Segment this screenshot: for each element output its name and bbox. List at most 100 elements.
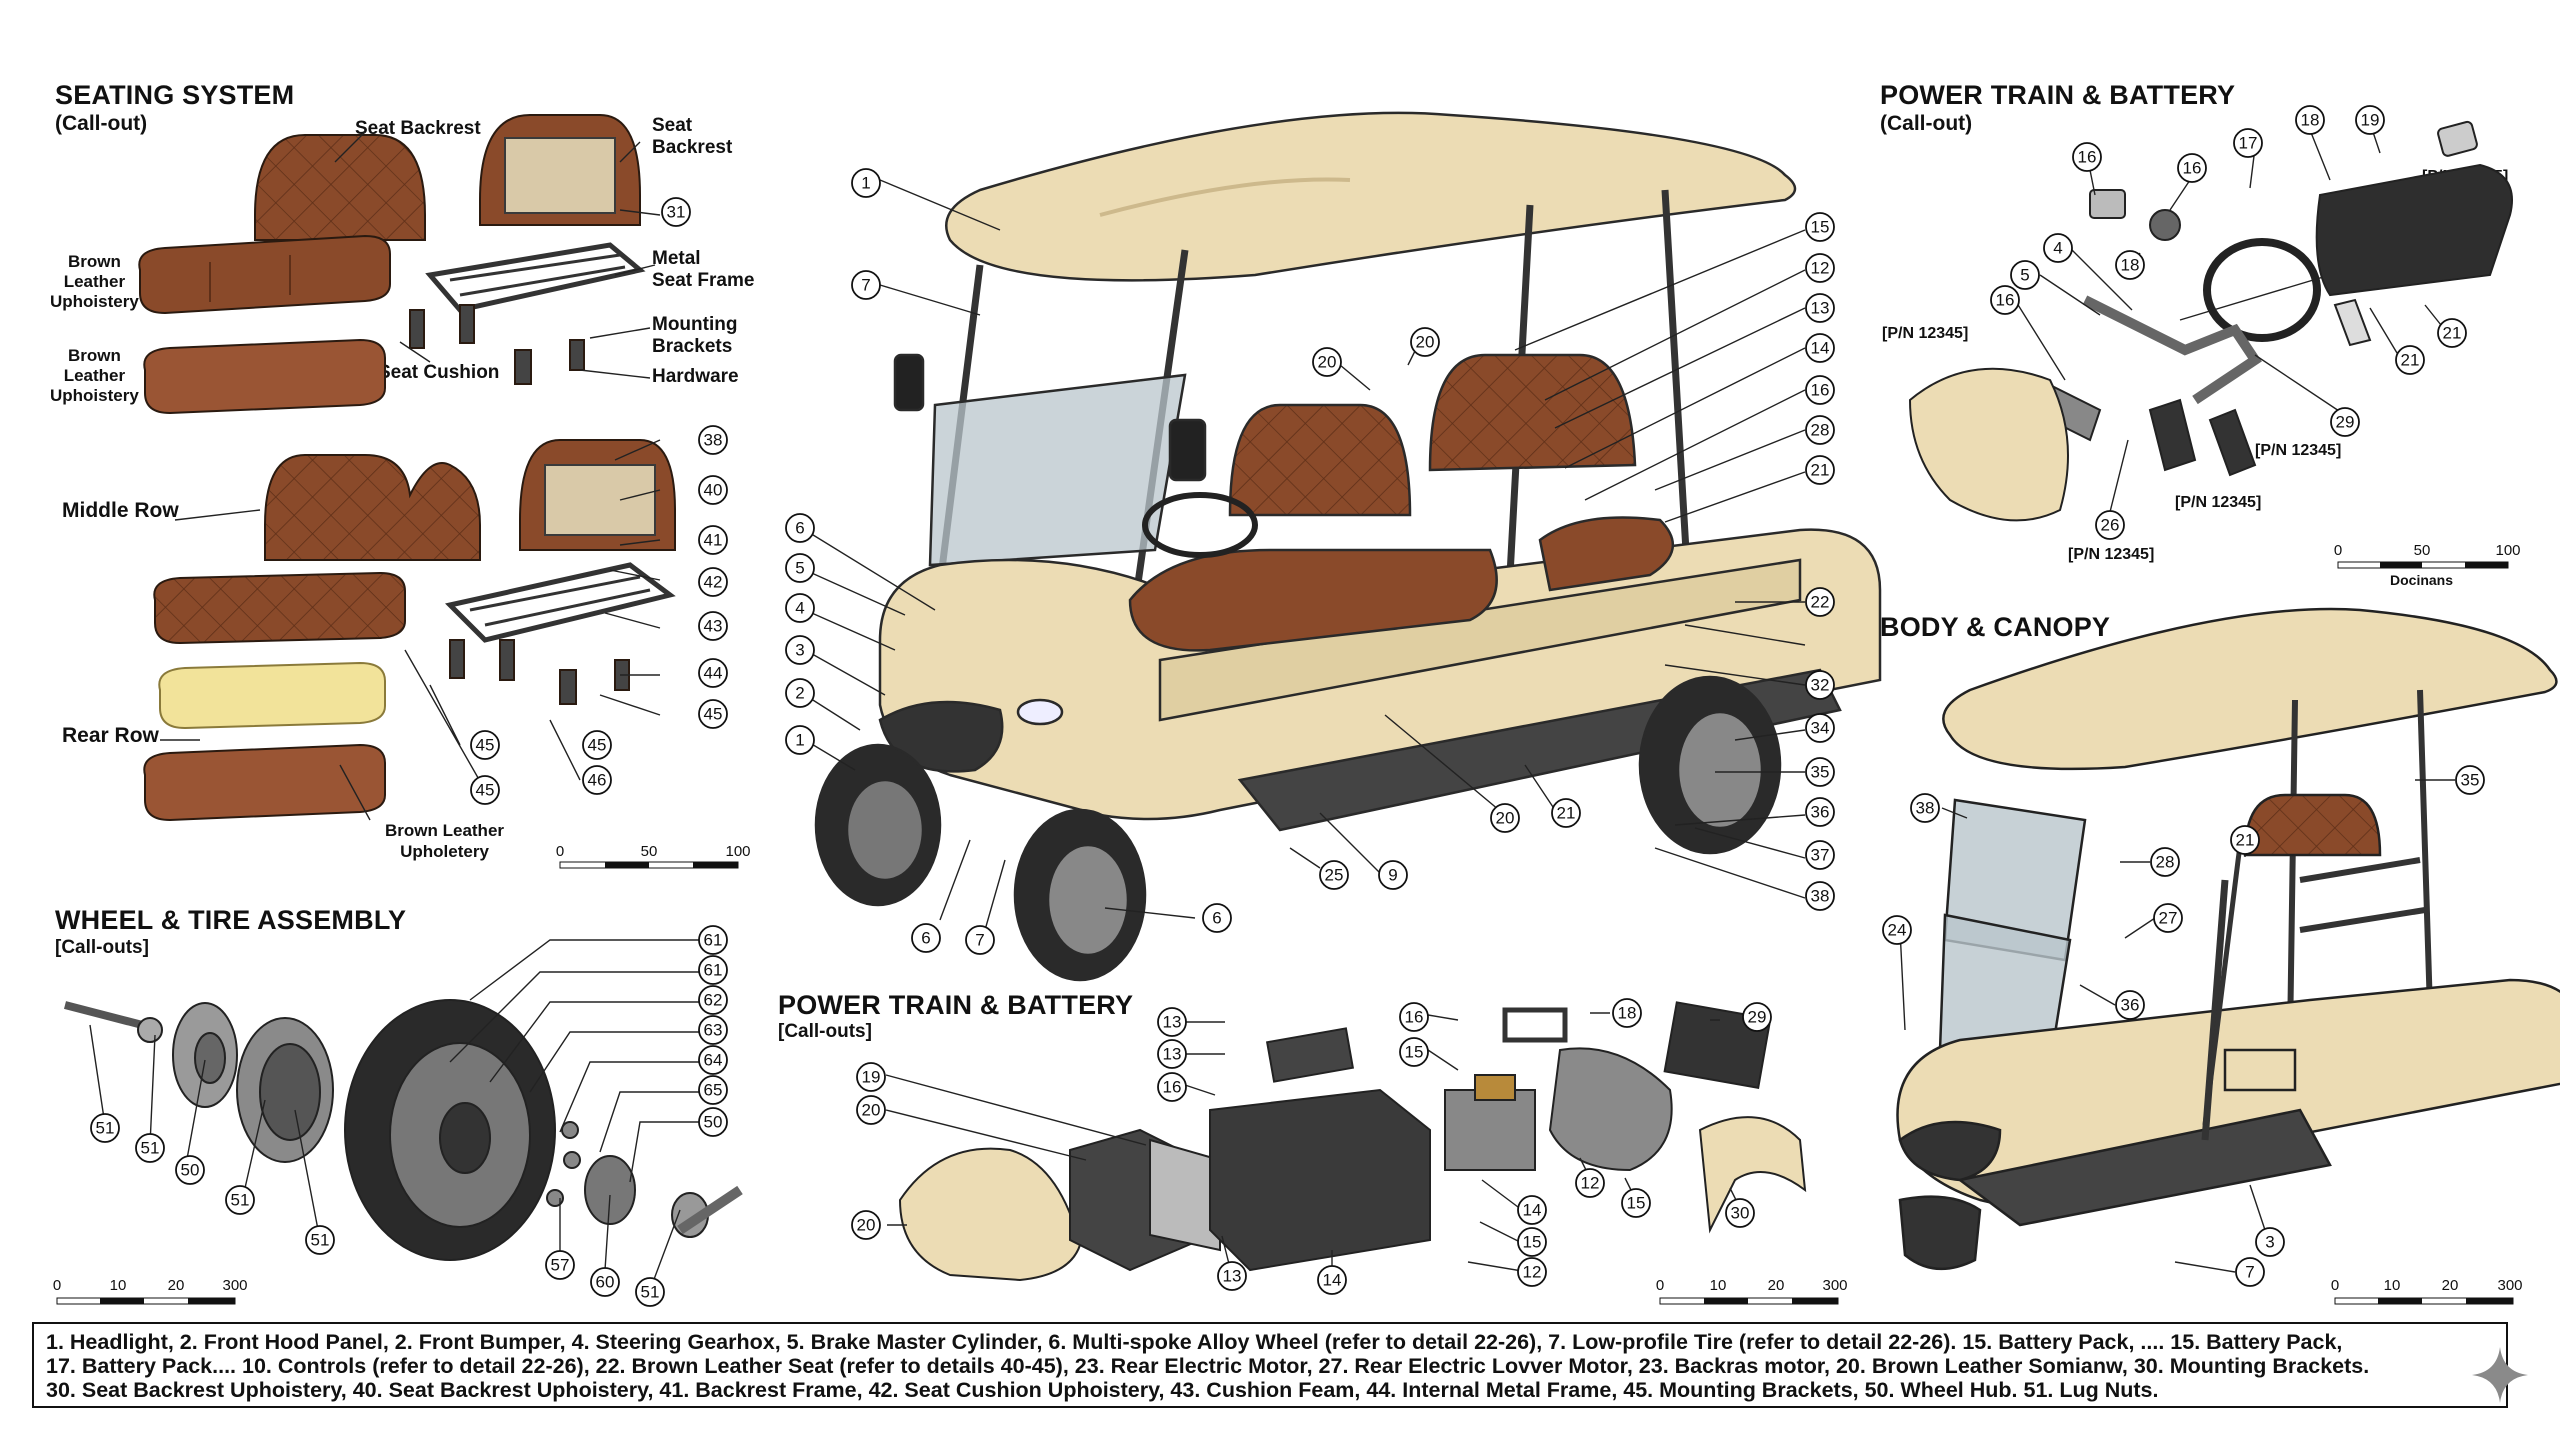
powertrain-right-scale-bar: 0 50 100 — [2334, 542, 2521, 569]
callout-cart-21: 16 — [1805, 375, 1835, 405]
label-seat-backrest-2: Seat Backrest — [652, 115, 733, 158]
svg-text:30: 30 — [1731, 1204, 1750, 1223]
svg-text:51: 51 — [96, 1119, 115, 1138]
svg-text:36: 36 — [1811, 803, 1830, 822]
svg-text:60: 60 — [596, 1273, 615, 1292]
label-pn-2: [P/N 12345] — [1882, 325, 1969, 342]
svg-text:50: 50 — [641, 843, 658, 860]
svg-text:43: 43 — [704, 617, 723, 636]
pt-hood — [898, 1147, 1082, 1282]
callout-cart-9: 7 — [965, 925, 995, 955]
callout-ptc-0: 13 — [1157, 1007, 1187, 1037]
svg-text:20: 20 — [862, 1101, 881, 1120]
pr-dashboard — [2315, 163, 2513, 297]
pr-steering-wheel — [2203, 238, 2321, 342]
callout-ptr-2: 17 — [2233, 128, 2263, 158]
svg-text:19: 19 — [862, 1068, 881, 1087]
body-shell — [1896, 978, 2560, 1212]
svg-text:20: 20 — [1496, 809, 1515, 828]
svg-text:16: 16 — [1163, 1078, 1182, 1097]
svg-text:61: 61 — [704, 931, 723, 950]
callout-ptc-1: 13 — [1157, 1039, 1187, 1069]
callout-cart-26: 34 — [1805, 713, 1835, 743]
svg-text:13: 13 — [1163, 1045, 1182, 1064]
label-middle-row: Middle Row — [62, 499, 179, 522]
svg-text:24: 24 — [1888, 921, 1907, 940]
callout-cart-25: 32 — [1805, 670, 1835, 700]
callout-body-0: 35 — [2455, 765, 2485, 795]
svg-text:51: 51 — [231, 1191, 250, 1210]
svg-text:35: 35 — [1811, 763, 1830, 782]
svg-text:16: 16 — [2078, 148, 2097, 167]
svg-text:21: 21 — [1557, 804, 1576, 823]
svg-text:0: 0 — [2334, 542, 2342, 559]
callout-body-1: 38 — [1910, 793, 1940, 823]
callout-ptc-4: 20 — [856, 1095, 886, 1125]
svg-text:1: 1 — [795, 731, 804, 750]
svg-text:300: 300 — [2497, 1277, 2522, 1294]
powertrain-scale-bar: 0 10 20 300 — [1656, 1277, 1848, 1305]
svg-text:61: 61 — [704, 961, 723, 980]
callout-seating-5: 43 — [698, 611, 728, 641]
svg-text:16: 16 — [1405, 1008, 1424, 1027]
svg-text:22: 22 — [1811, 593, 1830, 612]
callout-ptc-12: 14 — [1517, 1195, 1547, 1225]
svg-text:21: 21 — [2401, 351, 2420, 370]
callout-cart-30: 38 — [1805, 881, 1835, 911]
svg-text:18: 18 — [2121, 256, 2140, 275]
svg-text:0: 0 — [1656, 1277, 1664, 1294]
svg-text:29: 29 — [1748, 1008, 1767, 1027]
svg-text:50: 50 — [2414, 542, 2431, 559]
cart-front-seat — [1228, 403, 1412, 517]
callout-ptr-11: 21 — [2395, 345, 2425, 375]
callout-ptr-6: 4 — [2043, 233, 2073, 263]
callout-cart-8: 6 — [911, 923, 941, 953]
label-hardware: Hardware — [652, 366, 739, 387]
callout-body-7: 3 — [2255, 1227, 2285, 1257]
callout-wheel-0: 61 — [698, 925, 728, 955]
pt-motor — [1548, 1047, 1673, 1172]
svg-text:35: 35 — [2461, 771, 2480, 790]
svg-text:2: 2 — [795, 684, 804, 703]
callout-cart-4: 4 — [785, 593, 815, 623]
callout-ptr-0: 16 — [2072, 142, 2102, 172]
callout-body-5: 24 — [1882, 915, 1912, 945]
callout-cart-24: 22 — [1805, 587, 1835, 617]
body-canopy-callouts: 35 38 21 28 27 24 36 3 7 — [1882, 765, 2485, 1287]
legend-line: 1. Headlight, 2. Front Hood Panel, 2. Fr… — [46, 1330, 2343, 1354]
svg-text:9: 9 — [1388, 866, 1397, 885]
svg-text:38: 38 — [1811, 887, 1830, 906]
callout-wheel-1: 61 — [698, 955, 728, 985]
callout-body-3: 28 — [2150, 847, 2180, 877]
callout-cart-3: 5 — [785, 553, 815, 583]
callout-wheel-4: 64 — [698, 1045, 728, 1075]
svg-text:29: 29 — [2336, 413, 2355, 432]
svg-text:7: 7 — [861, 276, 870, 295]
body-canopy-drawings — [1896, 607, 2560, 1271]
callout-ptc-17: 30 — [1725, 1198, 1755, 1228]
callout-ptr-4: 19 — [2355, 105, 2385, 135]
metal-seat-frame — [425, 242, 646, 313]
powertrain-center-title: POWER TRAIN & BATTERY — [778, 990, 1134, 1020]
svg-text:65: 65 — [704, 1081, 723, 1100]
callout-cart-15: 20 — [1490, 803, 1520, 833]
wheel-callouts: 61 61 62 63 64 65 50 51 51 50 51 51 57 6… — [90, 925, 728, 1307]
svg-text:21: 21 — [1811, 461, 1830, 480]
svg-text:20: 20 — [1318, 353, 1337, 372]
callout-body-4: 27 — [2153, 903, 2183, 933]
powertrain-center-subtitle: [Call-outs] — [778, 1021, 872, 1042]
callout-body-6: 36 — [2115, 990, 2145, 1020]
svg-text:45: 45 — [588, 736, 607, 755]
svg-text:51: 51 — [641, 1283, 660, 1302]
svg-text:13: 13 — [1223, 1267, 1242, 1286]
callout-seating-3: 41 — [698, 525, 728, 555]
callout-wheel-11: 51 — [305, 1225, 335, 1255]
windshield — [928, 373, 1187, 567]
callout-ptc-11: 29 — [1742, 1002, 1772, 1032]
callout-cart-7: 1 — [785, 725, 815, 755]
middle-metal-frame — [445, 562, 676, 643]
svg-text:6: 6 — [921, 929, 930, 948]
wheel-scale-bar: 0 10 20 300 — [53, 1277, 248, 1305]
svg-text:44: 44 — [704, 664, 723, 683]
callout-cart-10: 25 — [1319, 860, 1349, 890]
